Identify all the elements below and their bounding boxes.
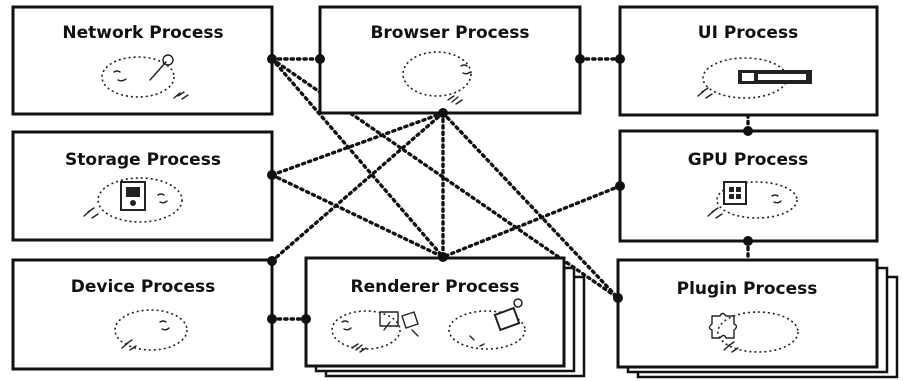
- tab-icons: [379, 311, 419, 337]
- toolbar-icon: [738, 70, 812, 84]
- chip-icon: [723, 181, 747, 205]
- plugin-process-box: Plugin Process: [616, 258, 899, 379]
- device-process-box: Device Process: [11, 258, 274, 371]
- ui-process-title: UI Process: [698, 23, 798, 43]
- worker-loop-icon: [448, 310, 526, 350]
- storage-process-title: Storage Process: [65, 150, 221, 170]
- connector-dot: [267, 54, 277, 64]
- connector-dot: [301, 314, 311, 324]
- connector-dot: [267, 256, 277, 266]
- connector-dots: [267, 54, 753, 324]
- connector-dot: [438, 252, 448, 262]
- browser-process-title: Browser Process: [370, 23, 529, 43]
- connector-dot: [615, 54, 625, 64]
- connector-dot: [743, 126, 753, 136]
- worker-loop-icon: [331, 310, 401, 353]
- worker-loop-icon: [114, 309, 188, 351]
- gear-icon: [493, 298, 523, 332]
- disk-icon: [120, 181, 146, 211]
- connector-dot: [267, 314, 277, 324]
- puzzle-icon: [708, 312, 738, 339]
- worker-loop-icon: [707, 181, 798, 219]
- worker-loop-icon: [717, 311, 799, 353]
- connector-network-renderer: [270, 57, 445, 259]
- wrench-icon: [149, 54, 174, 81]
- connector-dot: [315, 54, 325, 64]
- renderer-process-title: Renderer Process: [350, 277, 519, 297]
- connector-browser-storage: [270, 111, 445, 177]
- connector-dot: [743, 236, 753, 246]
- ui-process-box: UI Process: [618, 5, 879, 117]
- connector-dot: [575, 54, 585, 64]
- connector-browser-device: [270, 111, 445, 263]
- plugin-process-title: Plugin Process: [677, 279, 818, 299]
- storage-process-box: Storage Process: [11, 130, 274, 242]
- worker-loop-icon: [402, 51, 472, 105]
- connector-gpu-renderer: [441, 184, 622, 259]
- network-process-title: Network Process: [62, 23, 223, 43]
- connector-dot: [615, 181, 625, 191]
- connector-storage-renderer: [270, 173, 445, 259]
- network-process-box: Network Process: [11, 5, 274, 116]
- connector-dot: [267, 170, 277, 180]
- connector-dot: [438, 108, 448, 118]
- device-process-title: Device Process: [71, 277, 215, 297]
- gpu-process-title: GPU Process: [688, 150, 809, 170]
- connector-dot: [613, 293, 623, 303]
- connector-browser-plugin: [441, 111, 620, 300]
- renderer-process-box: Renderer Process: [304, 256, 586, 378]
- gpu-process-box: GPU Process: [618, 129, 879, 243]
- worker-loop-icon: [83, 177, 183, 223]
- worker-loop-icon: [101, 56, 189, 100]
- browser-process-box: Browser Process: [318, 5, 582, 115]
